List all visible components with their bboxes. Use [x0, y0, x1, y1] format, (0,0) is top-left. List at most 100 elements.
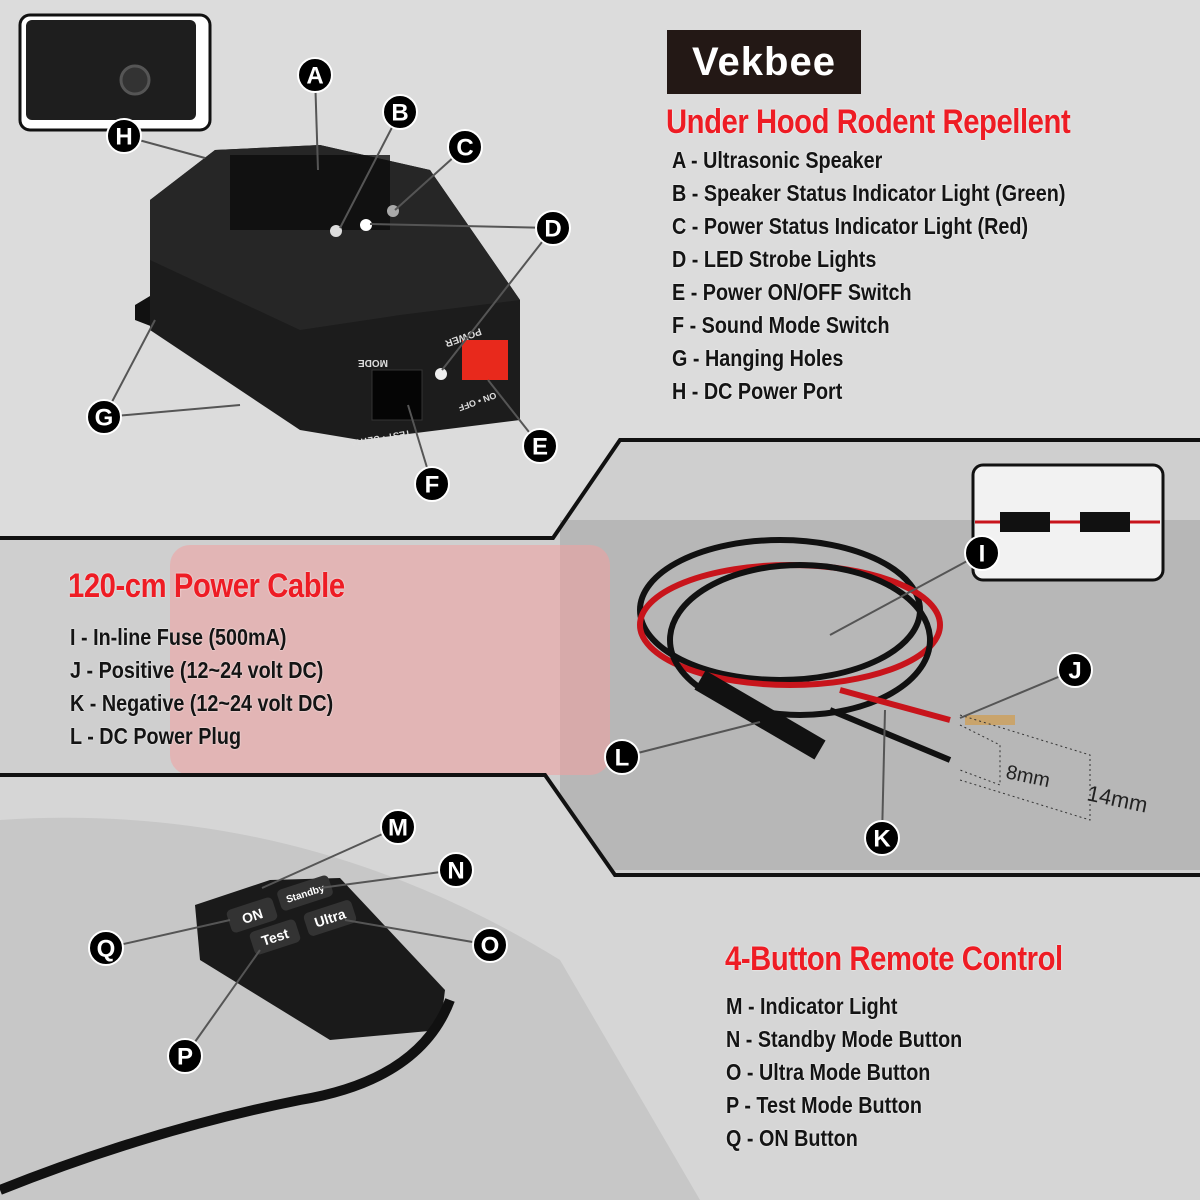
lanyard	[0, 998, 455, 1195]
callout-letter: M	[388, 815, 408, 842]
callout-letter: N	[447, 858, 464, 885]
on-button	[226, 897, 278, 933]
callout-letter: J	[1068, 658, 1081, 685]
callout-k: K	[864, 820, 900, 856]
status-light-green	[330, 225, 342, 237]
list-item: D - LED Strobe Lights	[672, 246, 877, 272]
list-item: E - Power ON/OFF Switch	[672, 279, 912, 305]
callout-letter: H	[115, 124, 132, 151]
callout-circle	[522, 428, 558, 464]
callout-i: I	[964, 535, 1000, 571]
callout-d: D	[535, 210, 571, 246]
callout-circle	[414, 466, 450, 502]
callout-letter: G	[95, 405, 114, 432]
battery-terminal-decor	[170, 545, 610, 775]
callout-o: O	[472, 927, 508, 963]
list-item: H - DC Power Port	[672, 378, 843, 404]
callout-circle	[106, 118, 142, 154]
list-item: F - Sound Mode Switch	[672, 312, 890, 338]
dimension-lines	[959, 714, 1091, 821]
remote-parts-list: M - Indicator Light N - Standby Mode But…	[726, 990, 1001, 1155]
cable-parts-list: I - In-line Fuse (500mA) J - Positive (1…	[70, 621, 376, 753]
fuse-holder-right	[1080, 512, 1130, 532]
callout-letter: L	[615, 745, 630, 772]
callout-letter: O	[481, 933, 500, 960]
callout-circle	[297, 57, 333, 93]
section-title-remote: 4-Button Remote Control	[725, 940, 1063, 978]
callout-n: N	[438, 852, 474, 888]
callout-circle	[447, 129, 483, 165]
callout-j: J	[1057, 652, 1093, 688]
list-item: Q - ON Button	[726, 1125, 858, 1151]
callout-letter: Q	[97, 936, 116, 963]
callout-letter: A	[306, 63, 323, 90]
fuse-holder-left	[1000, 512, 1050, 532]
callout-letter: E	[532, 434, 548, 461]
list-item: A - Ultrasonic Speaker	[672, 147, 883, 173]
callout-g: G	[86, 399, 122, 435]
callout-letter: C	[456, 135, 473, 162]
divider-bottom	[0, 773, 1200, 877]
list-item: P - Test Mode Button	[726, 1092, 922, 1118]
dc-plug	[694, 670, 826, 760]
callout-markers: A B C D E F G H I J K L M N O P Q	[86, 57, 1093, 1074]
callout-circle	[382, 94, 418, 130]
test-button	[249, 919, 301, 955]
list-item: M - Indicator Light	[726, 993, 898, 1019]
list-item: L - DC Power Plug	[70, 723, 242, 749]
power-cable	[637, 537, 1015, 763]
callout-letter: D	[544, 216, 561, 243]
strobe-light	[360, 219, 372, 231]
callout-letter: I	[979, 541, 986, 568]
list-item: G - Hanging Holes	[672, 345, 844, 371]
list-item: O - Ultra Mode Button	[726, 1059, 931, 1085]
section-title-cable: 120-cm Power Cable	[68, 567, 345, 605]
list-item: K - Negative (12~24 volt DC)	[70, 690, 334, 716]
list-item: B - Speaker Status Indicator Light (Gree…	[672, 180, 1066, 206]
callout-circle	[604, 739, 640, 775]
dc-port	[119, 64, 151, 96]
mode-switch	[371, 369, 423, 421]
callout-circle	[86, 399, 122, 435]
callout-e: E	[522, 428, 558, 464]
callout-letter: B	[391, 100, 408, 127]
callout-circle	[864, 820, 900, 856]
callout-b: B	[382, 94, 418, 130]
callout-circle	[88, 930, 124, 966]
brand-logo: Vekbee	[667, 30, 861, 94]
list-item: C - Power Status Indicator Light (Red)	[672, 213, 1029, 239]
callout-p: P	[167, 1038, 203, 1074]
callout-f: F	[414, 466, 450, 502]
on-button-label: ON	[240, 905, 265, 927]
callout-c: C	[447, 129, 483, 165]
ring-terminal	[965, 715, 1015, 725]
callout-l: L	[604, 739, 640, 775]
device-parts-list: A - Ultrasonic Speaker B - Speaker Statu…	[672, 144, 1130, 408]
remote-control: ON Standby Test Ultra	[0, 875, 455, 1195]
leader-lines	[103, 74, 1076, 1057]
power-switch	[462, 340, 508, 380]
callout-circle	[1057, 652, 1093, 688]
ultra-button	[303, 900, 357, 936]
section-title-device: Under Hood Rodent Repellent	[666, 103, 1071, 141]
callout-circle	[167, 1038, 203, 1074]
callout-circle	[472, 927, 508, 963]
divider-top	[0, 438, 1200, 540]
dc-port-inset-photo	[26, 20, 196, 120]
list-item: I - In-line Fuse (500mA)	[70, 624, 287, 650]
callout-q: Q	[88, 930, 124, 966]
callout-h: H	[106, 118, 142, 154]
callout-letter: P	[177, 1044, 193, 1071]
callout-a: A	[297, 57, 333, 93]
callout-letter: F	[425, 472, 440, 499]
strobe-light-front	[435, 368, 447, 380]
list-item: J - Positive (12~24 volt DC)	[70, 657, 324, 683]
standby-button	[277, 875, 333, 911]
repeller-device: MODE POWER ON • OFF TEST • ULTRA	[135, 145, 520, 449]
callout-circle	[535, 210, 571, 246]
callout-letter: K	[873, 826, 891, 853]
mode-label: MODE	[358, 357, 388, 368]
list-item: N - Standby Mode Button	[726, 1026, 963, 1052]
